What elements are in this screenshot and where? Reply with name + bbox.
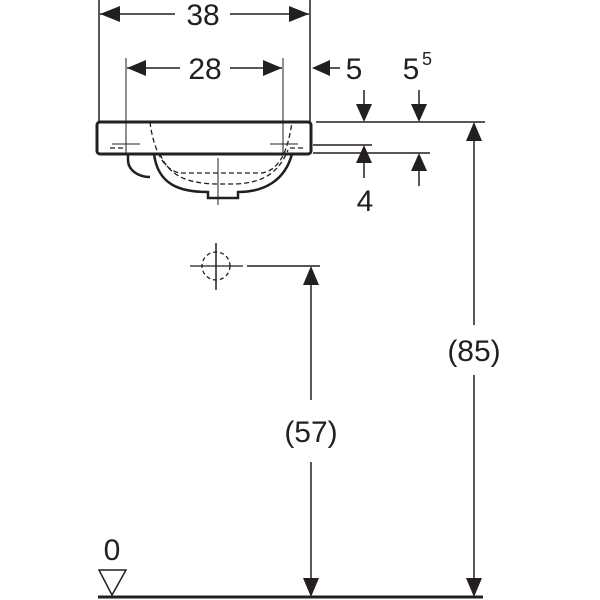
label-rim-offset: 5 — [346, 53, 363, 86]
arrow-right-icon — [289, 6, 309, 22]
label-floor-level: 0 — [104, 534, 121, 567]
label-rim-height-base: 5 — [403, 53, 420, 86]
label-rim-height-sup: 5 — [422, 49, 432, 69]
floor-level-triangle-icon — [97, 569, 128, 597]
label-overall-width: 38 — [186, 0, 219, 32]
dimension-4 — [356, 90, 372, 178]
dimension-38 — [100, 6, 309, 22]
dimension-5-5 — [411, 90, 427, 186]
basin-bowl — [152, 153, 294, 200]
dimension-85 — [466, 122, 482, 597]
label-waste-height: (57) — [284, 416, 337, 449]
label-rim-height-floor: (85) — [447, 335, 500, 368]
basin-hidden-lines — [110, 121, 305, 185]
dimension-57 — [303, 266, 319, 597]
label-tap-spacing: 28 — [188, 53, 221, 86]
dimension-5-horizontal — [312, 60, 340, 76]
label-rim-thickness: 4 — [357, 185, 374, 218]
basin-rim — [95, 120, 313, 156]
waste-outlet-symbol — [190, 243, 320, 290]
dimension-28 — [127, 60, 282, 76]
arrow-left-icon — [100, 6, 120, 22]
overflow-outline — [126, 154, 151, 179]
